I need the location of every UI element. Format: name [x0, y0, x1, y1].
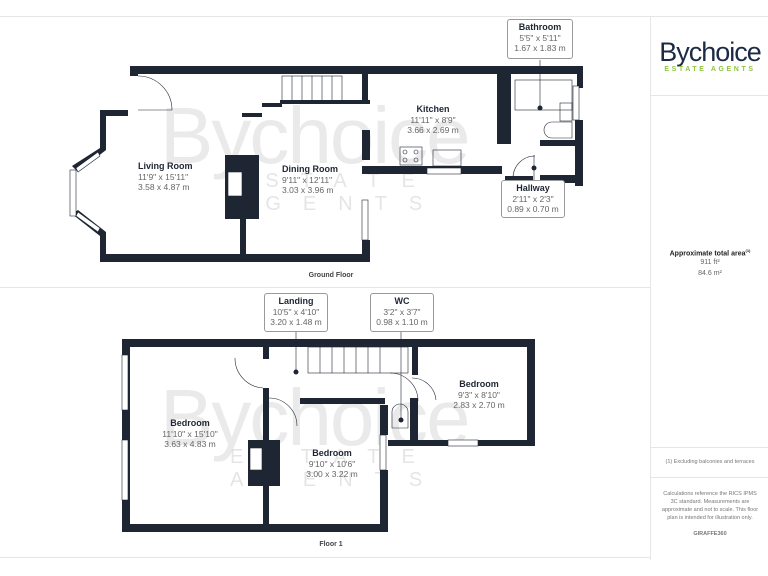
- logo-cell: Bychoice ESTATE AGENTS: [651, 16, 768, 96]
- room-dim-imperial: 9'11" x 12'11": [282, 175, 333, 185]
- brand-tagline: ESTATE AGENTS: [664, 66, 756, 73]
- area-imperial: 911 ft²: [700, 259, 720, 267]
- area-title-text: Approximate total area: [669, 250, 746, 258]
- room-name: Kitchen: [416, 104, 450, 114]
- room-label-dining-room: Dining Room 9'11" x 12'11" 3.03 x 3.96 m: [282, 164, 338, 195]
- floor-label-ground: Ground Floor: [308, 272, 354, 279]
- disclaimer-cell: Calculations reference the RICS IPMS 3C …: [651, 478, 768, 560]
- area-title: Approximate total area(1): [651, 248, 768, 257]
- credit: GIRAFFE360: [693, 531, 727, 537]
- room-name: WC: [394, 296, 410, 306]
- room-dim-metric: 2.83 x 2.70 m: [453, 400, 505, 410]
- room-name: Bedroom: [170, 418, 210, 428]
- room-dim-metric: 3.58 x 4.87 m: [138, 182, 190, 192]
- room-tag-bathroom: Bathroom 5'5" x 5'11" 1.67 x 1.83 m: [507, 19, 573, 59]
- floor-plan-drawing: [69, 60, 583, 532]
- room-dim-metric: 3.00 x 3.22 m: [306, 469, 358, 479]
- room-dim-imperial: 9'10" x 10'6": [308, 459, 356, 469]
- footnote-cell: (1) Excluding balconies and terraces: [651, 448, 768, 478]
- room-tag-landing: Landing 10'5" x 4'10" 3.20 x 1.48 m: [264, 293, 328, 332]
- room-label-kitchen: Kitchen 11'11" x 8'9" 3.66 x 2.69 m: [400, 104, 466, 135]
- room-dim-imperial: 11'11" x 8'9": [410, 115, 456, 125]
- brand-logo: Bychoice: [659, 37, 762, 67]
- disclaimer: Calculations reference the RICS IPMS 3C …: [661, 491, 759, 521]
- watermark-sub-ground: ESTATE AGENTS: [230, 170, 445, 215]
- room-dim-metric: 3.03 x 3.96 m: [282, 185, 334, 195]
- room-name: Landing: [278, 296, 314, 306]
- room-dim-imperial: 2'11" x 2'3": [512, 194, 554, 204]
- room-tag-hallway: Hallway 2'11" x 2'3" 0.89 x 0.70 m: [501, 180, 565, 218]
- room-name: Bathroom: [518, 22, 562, 32]
- room-name: Bedroom: [312, 448, 352, 458]
- top-border: [0, 16, 768, 17]
- room-dim-metric: 0.89 x 0.70 m: [507, 204, 559, 214]
- room-tag-wc: WC 3'2" x 3'7" 0.98 x 1.10 m: [370, 293, 434, 332]
- room-label-bedroom-1: Bedroom 11'10" x 15'10" 3.63 x 4.83 m: [150, 418, 230, 449]
- floor-plan-area: Bychoice ESTATE AGENTS Bychoice ESTATE A…: [0, 19, 650, 558]
- floor-divider: [0, 287, 650, 288]
- room-dim-imperial: 5'5" x 5'11": [519, 33, 561, 43]
- room-label-living-room: Living Room 11'9" x 15'11" 3.58 x 4.87 m: [138, 161, 193, 192]
- info-sidebar: Bychoice ESTATE AGENTS Approximate total…: [650, 16, 768, 560]
- watermark-floor1: Bychoice: [160, 373, 471, 462]
- room-name: Living Room: [138, 161, 193, 171]
- room-dim-metric: 3.20 x 1.48 m: [270, 317, 322, 327]
- room-dim-metric: 3.63 x 4.83 m: [164, 439, 216, 449]
- room-dim-imperial: 10'5" x 4'10": [272, 307, 320, 317]
- bottom-divider: [0, 557, 650, 558]
- room-dim-imperial: 11'9" x 15'11": [138, 172, 189, 182]
- room-dim-imperial: 11'10" x 15'10": [162, 429, 218, 439]
- room-label-bedroom-2: Bedroom 9'10" x 10'6" 3.00 x 3.22 m: [296, 448, 368, 479]
- room-name: Hallway: [516, 183, 550, 193]
- room-name: Dining Room: [282, 164, 338, 174]
- room-dim-imperial: 9'3" x 8'10": [458, 390, 500, 400]
- room-name: Bedroom: [459, 379, 499, 389]
- area-title-sup: (1): [745, 248, 751, 253]
- room-dim-metric: 1.67 x 1.83 m: [514, 43, 566, 53]
- footnote: (1) Excluding balconies and terraces: [665, 459, 755, 465]
- room-dim-metric: 0.98 x 1.10 m: [376, 317, 428, 327]
- room-dim-imperial: 3'2" x 3'7": [383, 307, 421, 317]
- floor-label-floor1: Floor 1: [319, 541, 343, 548]
- area-cell: Approximate total area(1) 911 ft² 84.6 m…: [651, 96, 768, 448]
- room-label-bedroom-3: Bedroom 9'3" x 8'10" 2.83 x 2.70 m: [446, 379, 512, 410]
- area-metric: 84.6 m²: [698, 270, 722, 278]
- room-dim-metric: 3.66 x 2.69 m: [407, 125, 459, 135]
